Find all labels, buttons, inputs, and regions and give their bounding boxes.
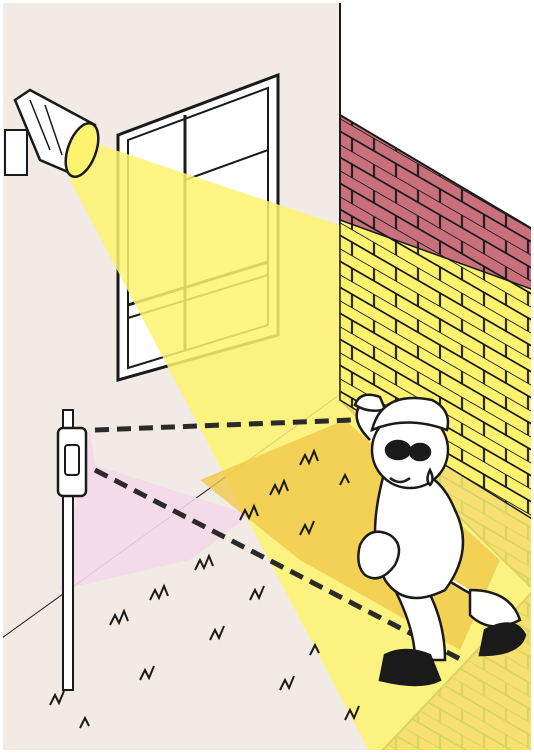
motion-sensor-post xyxy=(56,409,88,691)
grass-tufts xyxy=(49,448,360,729)
floodlight xyxy=(4,88,100,178)
sensor-ray-bottom xyxy=(93,467,464,663)
sensor-icon xyxy=(64,444,80,476)
intruder-figure xyxy=(353,393,527,687)
floodlight-icon xyxy=(64,122,100,178)
sensor-zone xyxy=(60,430,250,590)
lit-brick-wall xyxy=(339,218,531,520)
